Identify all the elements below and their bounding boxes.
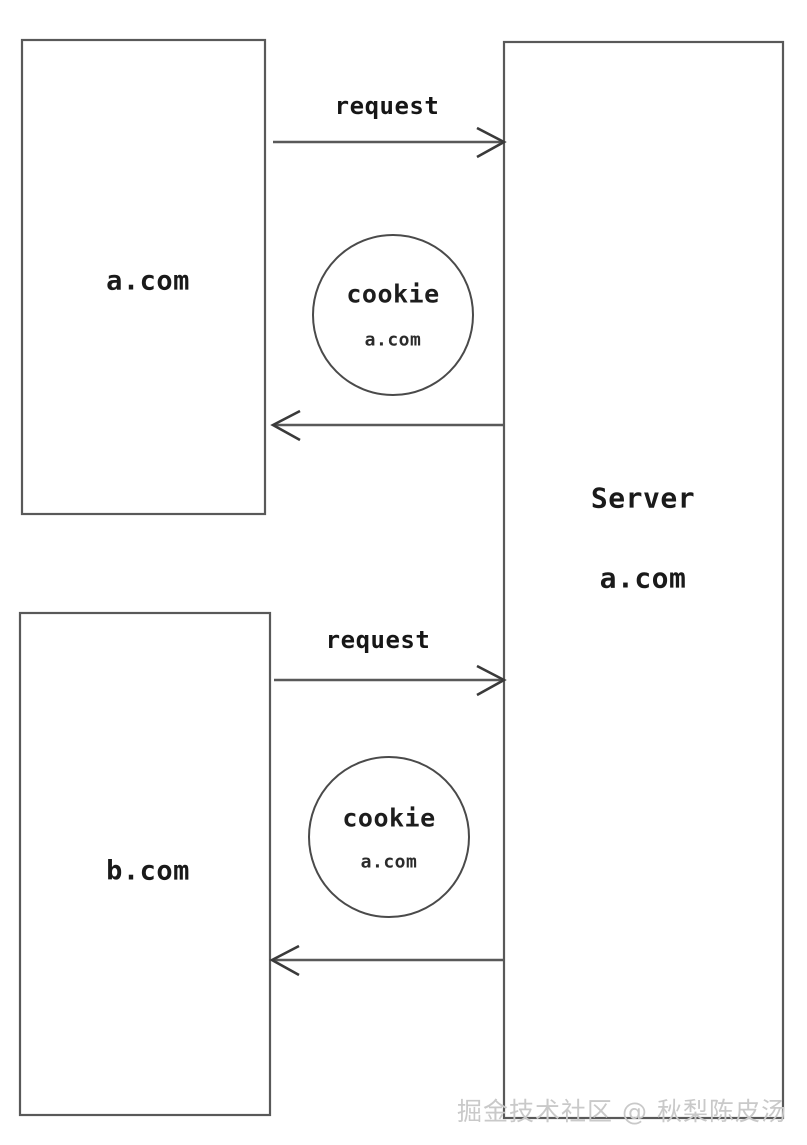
arrow-request-bottom bbox=[274, 664, 507, 697]
box-client-b bbox=[18, 611, 272, 1117]
box-server bbox=[502, 40, 785, 1120]
label-cookie-bottom-title: cookie bbox=[342, 803, 436, 833]
circle-cookie-bottom bbox=[308, 756, 470, 918]
arrow-response-bottom bbox=[269, 944, 504, 977]
label-cookie-top-title: cookie bbox=[346, 279, 440, 309]
arrow-response-top bbox=[270, 409, 504, 442]
label-client-b: b.com bbox=[106, 855, 190, 887]
label-cookie-bottom-domain: a.com bbox=[360, 851, 418, 873]
circle-cookie-top bbox=[312, 234, 474, 396]
label-cookie-top-domain: a.com bbox=[364, 329, 422, 351]
label-server-domain: a.com bbox=[599, 561, 687, 595]
arrow-request-top bbox=[273, 126, 507, 159]
watermark-text: 掘金技术社区 @ 秋梨陈皮汤 bbox=[457, 1097, 787, 1126]
label-request-bottom: request bbox=[325, 626, 431, 654]
box-client-a bbox=[20, 38, 267, 516]
label-client-a: a.com bbox=[106, 265, 190, 297]
label-server-title: Server bbox=[590, 481, 696, 515]
label-request-top: request bbox=[334, 92, 440, 120]
